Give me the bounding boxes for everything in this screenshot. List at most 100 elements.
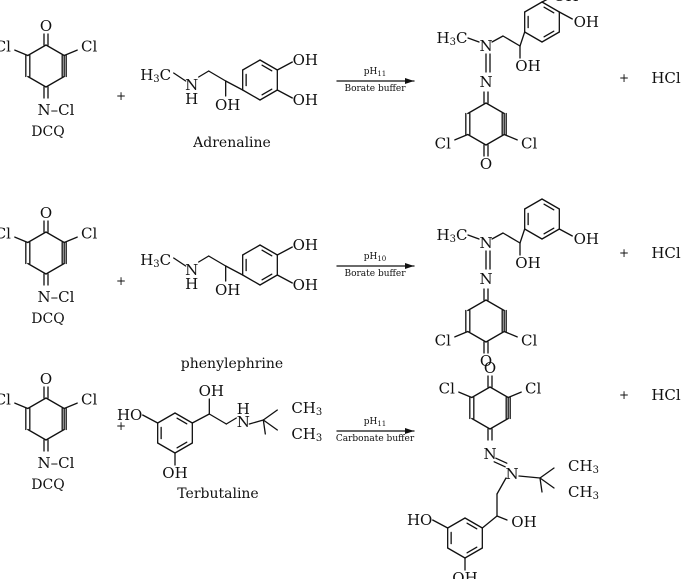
- ring-bond: [259, 244, 278, 256]
- bond: [539, 477, 543, 493]
- chlorine-label: Cl: [521, 135, 537, 153]
- hydroxyl-label: HO: [117, 406, 142, 424]
- methyl-label: CH3: [291, 425, 322, 444]
- bond: [45, 231, 65, 244]
- bond: [558, 11, 573, 20]
- chlorine-label: Cl: [525, 380, 541, 398]
- ring-bond: [259, 59, 278, 71]
- label-part: H: [437, 226, 450, 244]
- ring-bond: [524, 228, 543, 240]
- aromatic-inner-bond: [176, 441, 188, 449]
- label-part: C: [160, 251, 171, 269]
- hcl-byproduct: HCl: [651, 244, 681, 262]
- amine-nitrogen-label: N: [185, 261, 198, 279]
- ring-bond: [541, 198, 560, 210]
- hydroxyl-label: OH: [511, 513, 536, 531]
- hydroxyl-label: OH: [293, 91, 318, 109]
- label-part: 3: [450, 37, 456, 48]
- bond: [491, 35, 504, 43]
- label-part: CH: [568, 457, 593, 475]
- bond: [45, 75, 65, 88]
- bond: [173, 72, 187, 82]
- aromatic-inner-bond: [543, 227, 555, 235]
- hydroxyl-label: OH: [574, 230, 599, 248]
- arrow-head: [405, 78, 414, 84]
- label-part: N: [185, 76, 198, 94]
- bond: [262, 419, 278, 431]
- amine-nitrogen-label: N: [237, 413, 250, 431]
- bond: [467, 133, 487, 146]
- aromatic-inner-bond: [543, 6, 555, 14]
- aromatic-inner-bond: [543, 203, 555, 211]
- bond: [225, 417, 237, 425]
- ring-bond: [157, 442, 176, 454]
- label-part: C: [456, 226, 467, 244]
- dcq-caption: DCQ: [31, 477, 64, 493]
- bond: [248, 419, 264, 425]
- chlorine-label: Cl: [435, 332, 451, 350]
- ph-condition: pH10: [364, 252, 387, 263]
- bond: [489, 386, 509, 399]
- dcq-caption: DCQ: [31, 124, 64, 140]
- ring-bond: [174, 442, 193, 454]
- ring-bond: [242, 89, 261, 101]
- ph-condition: pH11: [364, 417, 387, 428]
- bond: [63, 49, 78, 57]
- ph-label: pH: [364, 417, 378, 427]
- ring-bond: [174, 412, 193, 424]
- bond: [45, 397, 65, 410]
- label-part: H: [140, 251, 153, 269]
- methyl-label: CH3: [568, 483, 599, 502]
- hydroxyl-label: OH: [515, 57, 540, 75]
- bond: [198, 70, 210, 78]
- bond: [503, 133, 518, 141]
- bond: [208, 70, 227, 82]
- ring-bond: [242, 244, 261, 256]
- label-part: 3: [153, 74, 159, 85]
- bond: [225, 80, 244, 91]
- bond: [276, 274, 293, 284]
- bond: [454, 133, 469, 141]
- bond: [63, 236, 78, 244]
- hcl-byproduct: HCl: [651, 69, 681, 87]
- azo-bond: [493, 461, 506, 468]
- bond: [458, 391, 473, 399]
- oxygen-label: O: [40, 370, 52, 388]
- oxygen-label: O: [484, 359, 496, 377]
- bond: [502, 232, 521, 244]
- chlorine-label: Cl: [0, 225, 11, 243]
- chlorine-label: Cl: [435, 135, 451, 153]
- ring-bond: [541, 31, 560, 43]
- hydroxyl-label: OH: [553, 0, 578, 5]
- bond: [191, 413, 210, 424]
- bond: [276, 89, 293, 99]
- bond: [27, 75, 47, 88]
- aromatic-inner-bond: [176, 417, 188, 425]
- ph-label: pH: [364, 67, 378, 77]
- ring-bond: [259, 274, 278, 286]
- label-part: 3: [593, 465, 599, 476]
- label-part: 3: [316, 407, 322, 418]
- drug-caption: Terbutaline: [177, 486, 258, 502]
- hydroxyl-label: OH: [215, 96, 240, 114]
- bond: [27, 428, 47, 441]
- bond: [208, 413, 227, 425]
- bond: [485, 133, 505, 146]
- ph-value: 11: [377, 420, 386, 428]
- ph-value: 11: [377, 70, 386, 78]
- plus-sign: +: [619, 388, 629, 402]
- bond: [519, 31, 526, 47]
- ph-value: 10: [377, 255, 386, 263]
- oxygen-label: O: [40, 204, 52, 222]
- drug-caption: Adrenaline: [192, 135, 271, 151]
- bond: [262, 419, 266, 435]
- hcl-byproduct: HCl: [651, 386, 681, 404]
- oxygen-label: O: [480, 352, 492, 370]
- methyl-label: CH3: [568, 457, 599, 476]
- buffer-condition: Borate buffer: [344, 269, 406, 279]
